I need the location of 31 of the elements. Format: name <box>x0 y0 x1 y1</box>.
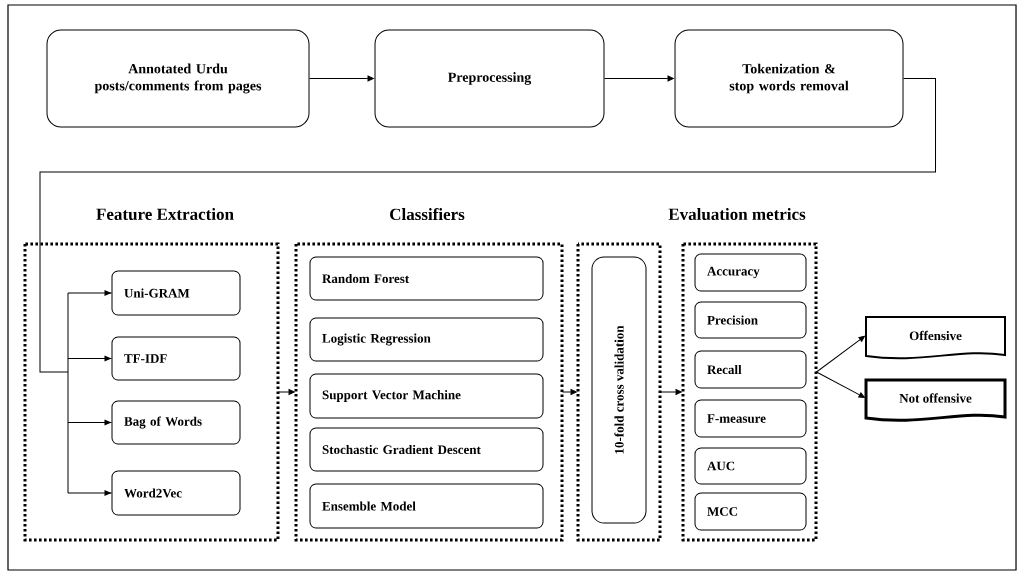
process-box: 10-fold cross validation <box>591 256 647 524</box>
item-box: Word2Vec <box>111 470 241 516</box>
item-box: F-measure <box>694 399 807 438</box>
item-box: AUC <box>694 447 807 485</box>
item-box: Support Vector Machine <box>309 373 544 419</box>
item-box: Bag of Words <box>111 400 241 445</box>
arrow <box>816 335 865 373</box>
item-box: Ensemble Model <box>309 483 544 529</box>
item-box: Recall <box>694 350 807 389</box>
group-heading: Classifiers <box>390 207 465 221</box>
arrow <box>562 389 577 395</box>
group-heading: Evaluation metrics <box>668 208 806 220</box>
item-box: Uni-GRAM <box>111 270 241 316</box>
process-box: Annotated Urdu posts/comments from pages <box>46 29 310 128</box>
arrow <box>39 78 936 496</box>
arrow <box>604 75 674 82</box>
item-box: Accuracy <box>694 253 807 292</box>
arrow <box>816 371 865 398</box>
dotted-group-box <box>576 242 662 542</box>
item-box: Random Forest <box>309 256 544 301</box>
process-box: Tokenization & stop words removal <box>674 29 904 128</box>
process-box: Preprocessing <box>374 29 605 128</box>
arrow <box>278 389 295 395</box>
item-box: Precision <box>694 301 807 339</box>
group-heading: Feature Extraction <box>96 208 234 220</box>
item-box: Stochastic Gradient Descent <box>309 427 544 472</box>
arrow <box>660 389 682 395</box>
arrow <box>309 75 374 82</box>
item-box: MCC <box>694 492 807 531</box>
item-box: TF-IDF <box>111 336 241 381</box>
item-box: Logistic Regression <box>309 317 544 362</box>
